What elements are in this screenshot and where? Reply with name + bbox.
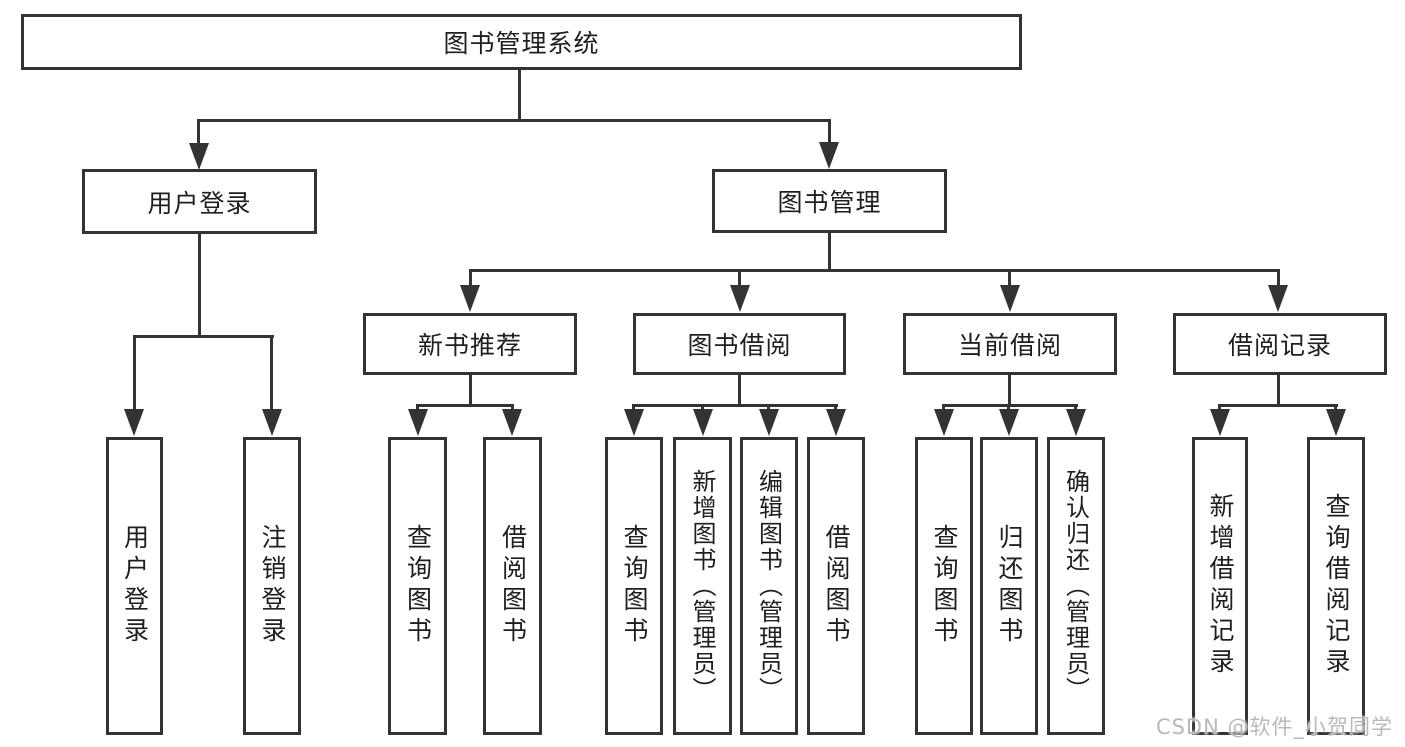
connector-drop-new-book — [469, 269, 472, 287]
connector-book-borrow-trunk — [738, 374, 741, 407]
node-new-book-recommend: 新书推荐 — [363, 313, 577, 375]
connector-root-horizontal — [197, 119, 831, 122]
node-leaf-query-books-3: 查询图书 — [915, 437, 973, 735]
arrowhead-confirm-return — [1066, 409, 1086, 436]
connector-user-login-trunk — [198, 233, 201, 337]
connector-new-book-trunk — [469, 374, 472, 407]
connector-drop-user-login — [197, 119, 200, 147]
connector-drop-add-record — [1218, 404, 1221, 413]
connector-drop-book-borrow — [738, 269, 741, 287]
connector-drop-borrow-records — [1277, 269, 1280, 287]
arrowhead-edit-book — [759, 409, 779, 436]
arrowhead-borrow-books-1 — [502, 409, 522, 436]
node-leaf-borrow-books-1: 借阅图书 — [483, 437, 542, 735]
node-leaf-confirm-return-admin: 确认归还（管理员） — [1047, 437, 1105, 735]
connector-drop-borrow-books-1 — [511, 404, 514, 413]
node-leaf-borrow-books-2: 借阅图书 — [807, 437, 865, 735]
arrowhead-query-books-1 — [408, 409, 428, 436]
node-leaf-query-books-1: 查询图书 — [388, 437, 447, 735]
connector-drop-return-book — [1007, 404, 1010, 413]
connector-current-borrow-trunk — [1008, 374, 1011, 407]
arrowhead-book-management — [819, 142, 839, 169]
connector-borrow-records-horizontal — [1219, 404, 1338, 407]
connector-drop-edit-book — [767, 404, 770, 413]
node-leaf-query-books-2: 查询图书 — [605, 437, 663, 735]
node-leaf-user-login: 用户登录 — [106, 437, 163, 735]
connector-book-borrow-horizontal — [633, 404, 838, 407]
arrowhead-logout-leaf — [262, 409, 282, 436]
arrowhead-add-record — [1210, 409, 1230, 436]
arrowhead-query-books-2 — [624, 409, 644, 436]
connector-user-login-horizontal — [133, 335, 274, 338]
node-leaf-add-book-admin: 新增图书（管理员） — [673, 437, 732, 735]
arrowhead-return-book — [999, 409, 1019, 436]
connector-drop-current-borrow — [1008, 269, 1011, 287]
node-leaf-query-borrow-record: 查询借阅记录 — [1307, 437, 1365, 735]
node-leaf-logout: 注销登录 — [243, 437, 301, 735]
arrowhead-borrow-books-2 — [826, 409, 846, 436]
arrowhead-query-books-3 — [934, 409, 954, 436]
connector-root-trunk — [518, 69, 521, 121]
connector-drop-book-management — [828, 119, 831, 146]
arrowhead-borrow-records — [1268, 285, 1288, 312]
connector-book-mgmt-trunk — [828, 232, 831, 272]
connector-book-mgmt-horizontal — [469, 269, 1280, 272]
connector-drop-confirm-return — [1074, 404, 1077, 413]
node-book-management: 图书管理 — [712, 169, 947, 233]
node-leaf-edit-book-admin: 编辑图书（管理员） — [740, 437, 798, 735]
connector-drop-login-leaf — [133, 335, 136, 411]
connector-borrow-records-trunk — [1277, 374, 1280, 407]
node-current-borrow: 当前借阅 — [903, 313, 1117, 375]
arrowhead-book-borrow — [730, 285, 750, 312]
arrowhead-current-borrow — [1000, 285, 1020, 312]
arrowhead-login-leaf — [124, 409, 144, 436]
node-leaf-return-book: 归还图书 — [980, 437, 1038, 735]
arrowhead-query-record — [1326, 409, 1346, 436]
connector-new-book-horizontal — [417, 404, 514, 407]
connector-drop-borrow-books-2 — [834, 404, 837, 413]
connector-drop-add-book — [701, 404, 704, 413]
node-user-login: 用户登录 — [82, 169, 317, 234]
node-book-borrow: 图书借阅 — [633, 313, 846, 375]
arrowhead-new-book — [460, 285, 480, 312]
arrowhead-user-login — [189, 143, 209, 170]
connector-drop-query-books-1 — [416, 404, 419, 413]
node-leaf-add-borrow-record: 新增借阅记录 — [1192, 437, 1248, 735]
connector-drop-query-books-2 — [632, 404, 635, 413]
node-book-management-system: 图书管理系统 — [21, 14, 1022, 70]
connector-drop-query-record — [1334, 404, 1337, 413]
connector-current-borrow-horizontal — [943, 404, 1078, 407]
node-borrow-records: 借阅记录 — [1173, 313, 1387, 375]
csdn-watermark: CSDN @软件_小贺同学 — [1155, 715, 1393, 739]
connector-drop-query-books-3 — [942, 404, 945, 413]
arrowhead-add-book — [693, 409, 713, 436]
connector-drop-logout-leaf — [270, 335, 273, 411]
